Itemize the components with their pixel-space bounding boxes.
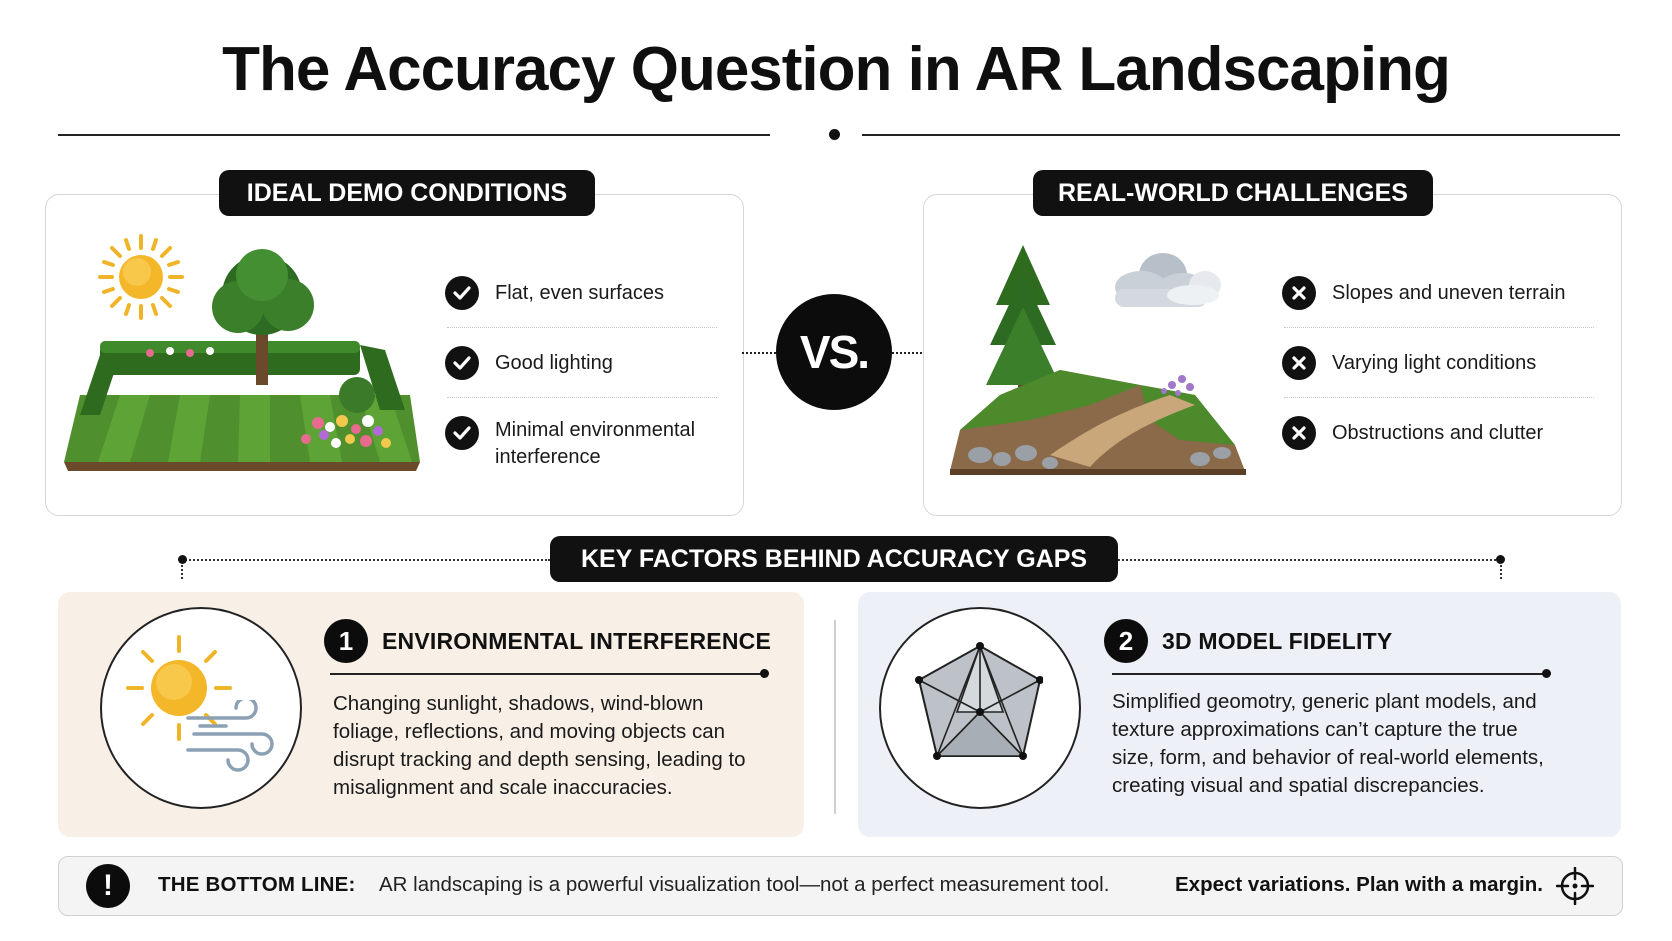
challenge-item-2: Varying light conditions — [1332, 352, 1537, 374]
sun-icon — [126, 635, 232, 741]
factor-heading-rule — [330, 673, 764, 675]
alert-icon: ! — [86, 864, 130, 908]
cloud-icon — [1115, 253, 1221, 307]
challenge-separator — [1284, 397, 1594, 398]
factor-body: Changing sunlight, shadows, wind-blown f… — [333, 692, 746, 799]
hillside-illustration — [950, 245, 1246, 475]
garden-illustration — [64, 249, 420, 471]
factor-heading: 3D MODEL FIDELITY — [1162, 628, 1393, 654]
key-factors-connector-left-drop — [181, 561, 183, 579]
key-factors-connector-left — [182, 559, 550, 561]
factor-heading-rule-dot — [1542, 669, 1551, 678]
factor-body: Simplified geomotry, generic plant model… — [1112, 690, 1544, 797]
vs-connector-right — [892, 352, 922, 354]
check-icon — [445, 276, 479, 310]
factor-number-badge: 1 — [324, 619, 368, 663]
key-factors-connector-right — [1118, 559, 1500, 561]
wireframe-polyhedron-icon — [915, 642, 1043, 760]
factor-heading: ENVIRONMENTAL INTERFERENCE — [382, 628, 771, 654]
ideal-item-2: Good lighting — [495, 352, 613, 374]
key-factors-node-right — [1496, 555, 1505, 564]
key-factors-node-left — [178, 555, 187, 564]
x-icon — [1282, 416, 1316, 450]
challenge-item-1: Slopes and uneven terrain — [1332, 282, 1566, 304]
x-icon — [1282, 276, 1316, 310]
ideal-item-3: Minimal environmental interference — [495, 419, 696, 468]
factor-number-badge: 2 — [1104, 619, 1148, 663]
challenge-item-3: Obstructions and clutter — [1332, 422, 1544, 444]
factor-heading-rule-dot — [760, 669, 769, 678]
real-world-label: REAL-WORLD CHALLENGES — [1033, 170, 1433, 216]
factor-icon-circle — [100, 607, 302, 809]
vs-badge: VS. — [776, 294, 892, 410]
page-title: The Accuracy Question in AR Landscaping — [222, 35, 1451, 104]
ideal-separator — [447, 397, 717, 398]
sun-icon — [98, 234, 184, 320]
bottom-line-label: THE BOTTOM LINE: — [158, 873, 356, 896]
wind-icon — [186, 700, 274, 772]
title-divider-right — [862, 134, 1620, 136]
title-divider-dot — [829, 129, 840, 140]
crosshair-icon — [1556, 867, 1594, 905]
title-divider-left — [58, 134, 770, 136]
bottom-line-emphasis: Expect variations. Plan with a margin. — [1175, 873, 1543, 896]
ideal-separator — [447, 327, 717, 328]
factor-divider — [834, 620, 836, 814]
factor-heading-rule — [1112, 673, 1546, 675]
check-icon — [445, 346, 479, 380]
bottom-line-text: AR landscaping is a powerful visualizati… — [379, 873, 1110, 896]
ideal-conditions-label: IDEAL DEMO CONDITIONS — [219, 170, 595, 216]
vs-connector-left — [742, 352, 776, 354]
key-factors-label: KEY FACTORS BEHIND ACCURACY GAPS — [550, 536, 1118, 582]
check-icon — [445, 416, 479, 450]
key-factors-connector-right-drop — [1500, 561, 1502, 579]
x-icon — [1282, 346, 1316, 380]
ideal-item-1: Flat, even surfaces — [495, 282, 664, 304]
bottom-line-banner — [58, 856, 1623, 916]
challenge-separator — [1284, 327, 1594, 328]
